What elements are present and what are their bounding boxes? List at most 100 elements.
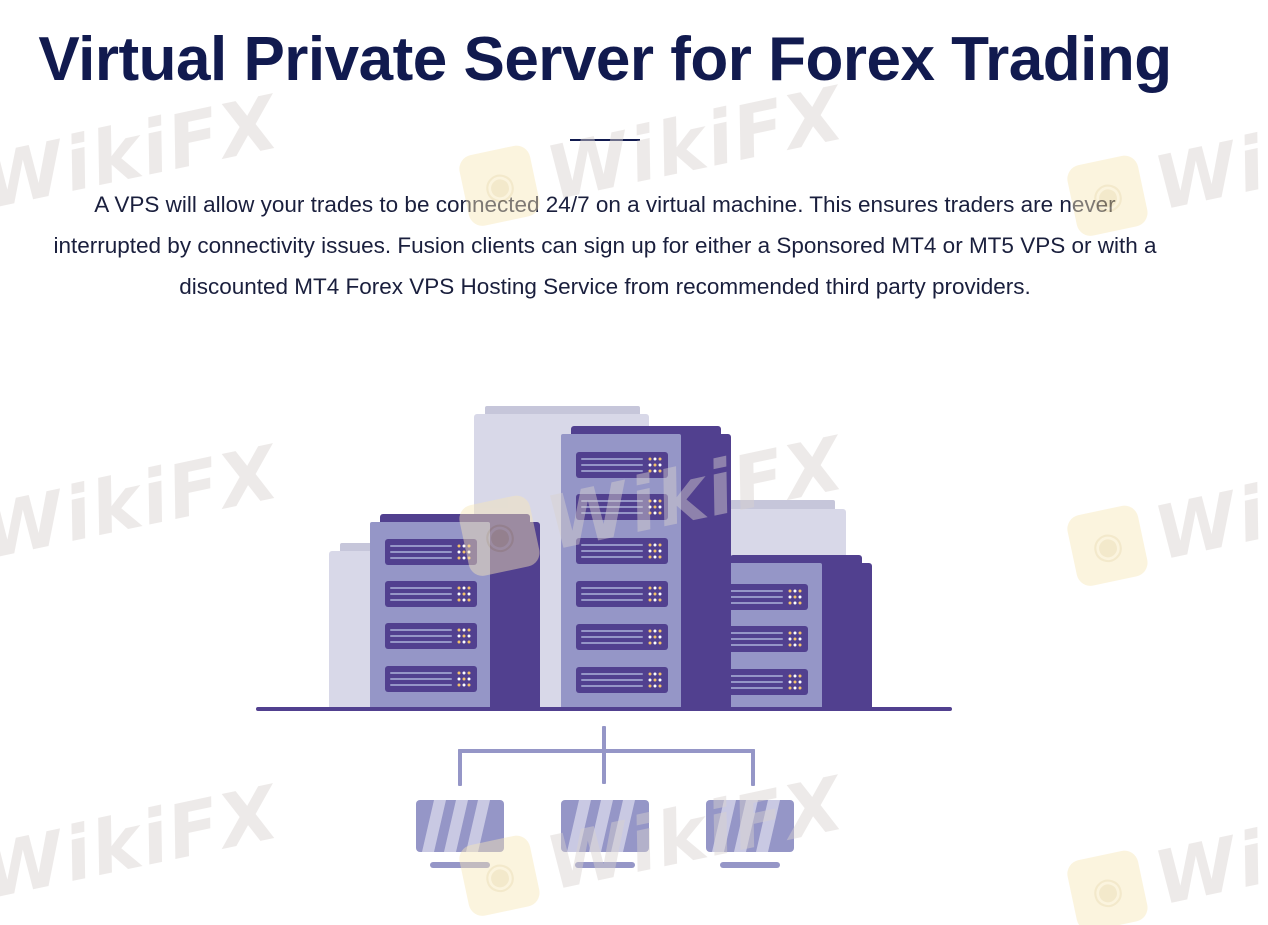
rack-led — [462, 544, 466, 548]
rack-led — [467, 671, 471, 675]
rack-led — [658, 678, 662, 682]
rack-led — [648, 555, 652, 559]
rack-slot-line — [581, 593, 643, 595]
rack-led — [788, 601, 792, 605]
rack-led — [467, 556, 471, 560]
rack-led — [658, 592, 662, 596]
monitor-glare-stripe — [734, 800, 758, 852]
rack-led — [648, 684, 652, 688]
rack-slot-line — [581, 550, 643, 552]
rack-led — [648, 499, 652, 503]
intro-paragraph: A VPS will allow your trades to be conne… — [0, 184, 1210, 307]
rack-slot-line — [581, 470, 643, 472]
rack-slot-line — [390, 684, 452, 686]
rack-led — [658, 672, 662, 676]
rack-slot-line — [581, 636, 643, 638]
rack-led — [658, 641, 662, 645]
rack-led — [653, 635, 657, 639]
rack-led — [798, 643, 802, 647]
rack-led — [658, 586, 662, 590]
rack-slot-line — [727, 596, 783, 598]
rack-led — [653, 511, 657, 515]
rack-slot-line — [727, 590, 783, 592]
rack-led — [798, 601, 802, 605]
rack-led — [653, 586, 657, 590]
rack-led — [648, 678, 652, 682]
rack-slot-line — [727, 675, 783, 677]
rack-slot-line — [727, 602, 783, 604]
monitor-stand — [575, 862, 635, 868]
rack-led — [653, 555, 657, 559]
rack-led — [793, 589, 797, 593]
rack-led — [648, 635, 652, 639]
rack-led — [788, 674, 792, 678]
rack-slot-line — [581, 685, 643, 687]
rack-slot-line — [581, 458, 643, 460]
rack-led — [457, 586, 461, 590]
rack-led — [467, 592, 471, 596]
monitor-glare-stripe — [567, 800, 591, 852]
rack-led — [648, 511, 652, 515]
rack-slot-line — [581, 512, 643, 514]
rack-slot-line — [581, 500, 643, 502]
rack-slot-line — [727, 644, 783, 646]
rack-led — [793, 680, 797, 684]
monitor-glare-stripe — [611, 800, 635, 852]
rack-led — [467, 640, 471, 644]
rack-led — [653, 684, 657, 688]
rack-slot-line — [390, 641, 452, 643]
rack-led — [798, 589, 802, 593]
rack-led — [462, 640, 466, 644]
rack-led — [653, 463, 657, 467]
rack-led — [793, 643, 797, 647]
monitor-glare-stripe — [712, 800, 736, 852]
intro-line-3: discounted MT4 Forex VPS Hosting Service… — [179, 274, 1031, 299]
rack-led — [648, 543, 652, 547]
rack-led — [793, 674, 797, 678]
rack-led — [658, 543, 662, 547]
rack-led — [788, 589, 792, 593]
rack-led — [658, 629, 662, 633]
rack-led — [793, 631, 797, 635]
rack-led — [457, 550, 461, 554]
network-line — [458, 749, 755, 753]
rack-led — [467, 683, 471, 687]
rack-led — [648, 598, 652, 602]
rack-led — [457, 628, 461, 632]
rack-led — [457, 598, 461, 602]
rack-led — [648, 457, 652, 461]
rack-led — [462, 598, 466, 602]
rack-led — [462, 634, 466, 638]
rack-led — [658, 499, 662, 503]
rack-led — [658, 598, 662, 602]
rack-led — [462, 556, 466, 560]
rack-led — [457, 683, 461, 687]
rack-slot-line — [581, 642, 643, 644]
rack-led — [648, 469, 652, 473]
rack-slot-line — [390, 678, 452, 680]
rack-led — [788, 595, 792, 599]
server-tower-side — [822, 563, 872, 710]
rack-led — [648, 586, 652, 590]
rack-slot-line — [390, 545, 452, 547]
rack-led — [648, 549, 652, 553]
rack-led — [457, 544, 461, 548]
rack-slot-line — [727, 638, 783, 640]
rack-led — [462, 671, 466, 675]
rack-slot-line — [581, 464, 643, 466]
rack-led — [648, 629, 652, 633]
rack-led — [658, 505, 662, 509]
rack-slot-line — [390, 557, 452, 559]
intro-line-1: A VPS will allow your trades to be conne… — [94, 192, 1116, 217]
title-divider — [570, 139, 640, 141]
rack-led — [648, 505, 652, 509]
rack-led — [658, 684, 662, 688]
rack-led — [653, 592, 657, 596]
rack-led — [653, 549, 657, 553]
rack-led — [467, 598, 471, 602]
rack-slot-line — [581, 630, 643, 632]
rack-led — [653, 505, 657, 509]
rack-slot-line — [581, 556, 643, 558]
server-tower-front — [370, 522, 490, 710]
